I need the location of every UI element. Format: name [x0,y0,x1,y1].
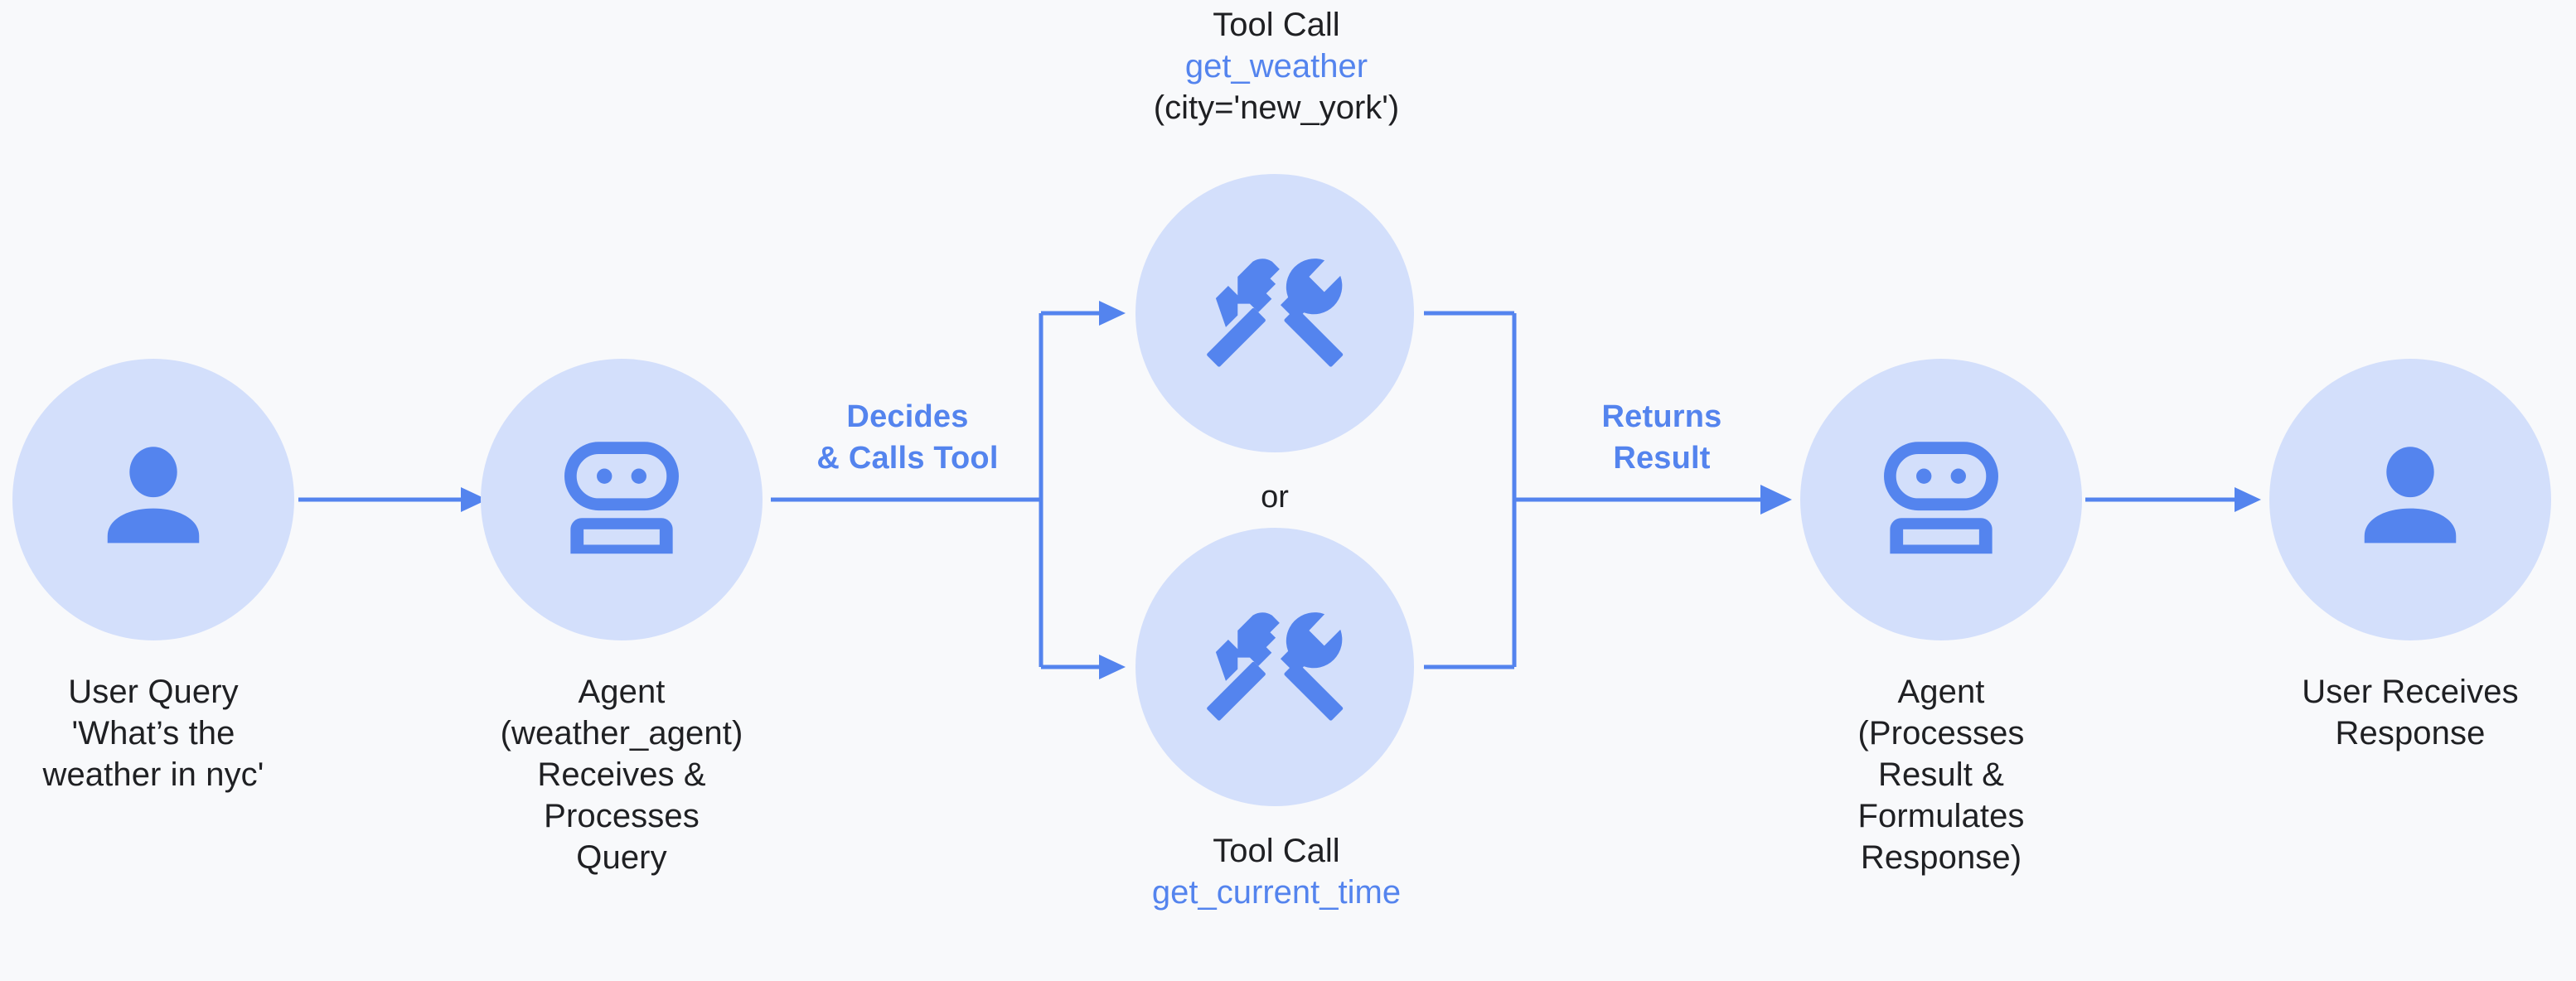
robot-icon [1884,442,1998,554]
node-user-receives-bubble[interactable] [2269,359,2551,640]
node-agent-receives-bubble[interactable] [481,359,763,640]
tool-weather-args: (city='new_york') [1153,89,1400,126]
tool-weather-caption: Tool Call get_weather (city='new_york') [1123,4,1430,128]
node-tool-weather-bubble[interactable] [1135,174,1414,452]
branch-separator-or: or [1261,480,1289,515]
person-icon [107,447,200,544]
node-agent-receives-caption: Agent (weather_agent) Receives & Process… [500,674,743,876]
tools-icon [1207,612,1344,721]
node-user-receives-caption: User Receives Response [2302,674,2519,751]
tool-current-time-title: Tool Call [1213,833,1340,869]
node-agent-processes-bubble[interactable] [1800,359,2082,640]
robot-icon [564,442,679,554]
tool-current-time-caption: Tool Call get_current_time [1123,830,1430,913]
node-tool-current-time-bubble[interactable] [1135,528,1414,806]
arrow-agent-to-branch [771,301,1126,679]
edge-label-returns-result: Returns Result [1601,399,1722,476]
arrow-agent2-to-user [2085,487,2261,512]
node-user-query-caption: User Query 'What’s the weather in nyc' [42,674,264,793]
arrow-branch-to-agent2 [1424,311,1792,669]
tool-current-time-function: get_current_time [1151,874,1402,911]
node-user-query-bubble[interactable] [12,359,294,640]
tool-weather-title: Tool Call [1213,7,1340,43]
person-icon [2364,447,2457,544]
arrow-user-to-agent [298,487,487,512]
node-agent-processes-caption: Agent (Processes Result & Formulates Res… [1857,674,2025,876]
edge-label-decides-calls-tool: Decides & Calls Tool [816,399,999,476]
tools-icon [1207,259,1344,367]
tool-weather-function: get_weather [1184,48,1368,85]
